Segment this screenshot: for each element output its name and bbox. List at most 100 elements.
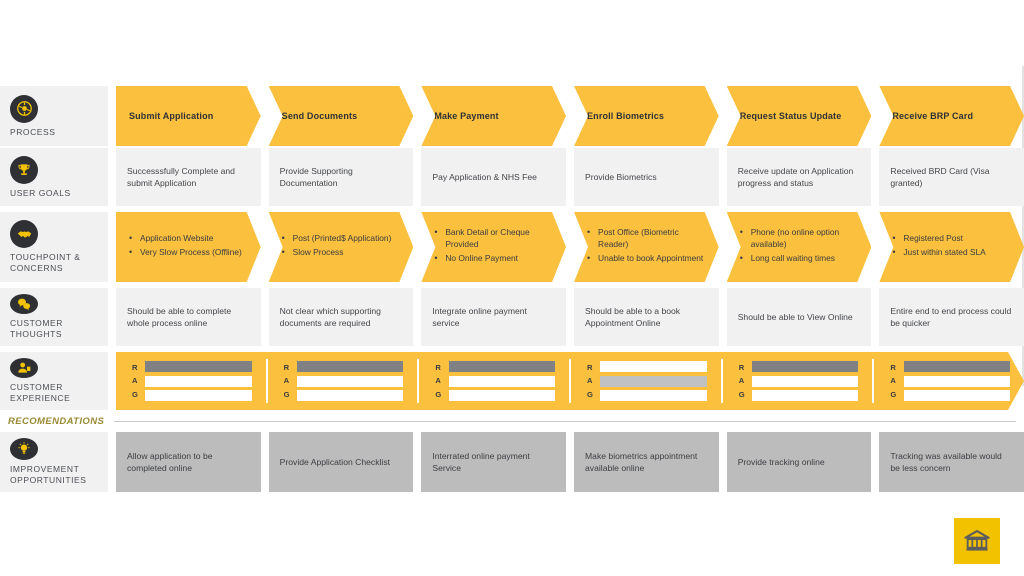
row-label-customer-experience: CUSTOMER EXPERIENCE: [10, 382, 71, 404]
rag-label-r: R: [435, 363, 442, 372]
touchpoint-cell[interactable]: Bank Detail or Cheque Provided No Online…: [421, 212, 566, 282]
customer-thought-cell[interactable]: Integrate online payment service: [421, 288, 567, 346]
improvement-text: Interrated online payment Service: [421, 432, 567, 492]
improvement-cell[interactable]: Make biometrics appointment available on…: [574, 432, 719, 492]
touchpoint-cell[interactable]: Application Website Very Slow Process (O…: [116, 212, 261, 282]
touchpoint-cell[interactable]: Phone (no online option available) Long …: [727, 212, 872, 282]
touchpoint-item: No Online Payment: [434, 253, 553, 265]
bank-building-icon: [954, 518, 1000, 564]
rag-band: R A G R A G: [116, 352, 1024, 410]
touchpoint-cell[interactable]: Post Office (Biometric Reader) Unable to…: [574, 212, 719, 282]
improvement-cell[interactable]: Interrated online payment Service: [421, 432, 567, 492]
process-cell[interactable]: Receive BRP Card: [879, 86, 1024, 146]
row-header-user-goals: USER GOALS: [0, 148, 108, 206]
user-goal-cell[interactable]: Received BRD Card (Visa granted): [879, 148, 1024, 206]
user-goal-text: Pay Application & NHS Fee: [421, 148, 567, 206]
improvement-text: Provide Application Checklist: [268, 432, 414, 492]
improvement-text: Provide tracking online: [726, 432, 872, 492]
rag-bar-r: [297, 361, 403, 372]
process-title: Submit Application: [129, 111, 214, 121]
customer-thought-text: Should be able to a book Appointment Onl…: [574, 288, 719, 346]
customer-thought-text: Integrate online payment service: [421, 288, 567, 346]
process-cell[interactable]: Request Status Update: [727, 86, 872, 146]
customer-thought-text: Should be able to View Online: [726, 288, 872, 346]
customer-thought-text: Should be able to complete whole process…: [116, 288, 261, 346]
rag-bar-a: [145, 376, 251, 387]
user-goal-cell[interactable]: Pay Application & NHS Fee: [421, 148, 567, 206]
process-cycle-icon: [10, 94, 38, 123]
customer-thought-cell[interactable]: Should be able to complete whole process…: [116, 288, 261, 346]
touchpoint-cell[interactable]: Post (Printed$ Application) Slow Process: [269, 212, 414, 282]
rag-label-g: G: [738, 389, 745, 399]
rag-column[interactable]: R A G: [116, 359, 266, 403]
touchpoint-item: Just within stated SLA: [892, 247, 985, 259]
rag-label-a: A: [890, 376, 897, 386]
user-goal-cell[interactable]: Receive update on Application progress a…: [726, 148, 872, 206]
improvement-cell[interactable]: Tracking was available would be less con…: [879, 432, 1024, 492]
row-process: PROCESS Submit Application Send Document…: [0, 86, 1024, 146]
customer-thought-cell[interactable]: Should be able to a book Appointment Onl…: [574, 288, 719, 346]
touchpoint-item: Slow Process: [282, 247, 392, 259]
row-header-touchpoints: TOUCHPOINT & CONCERNS: [0, 212, 108, 282]
touchpoint-item: Application Website: [129, 233, 242, 245]
user-goal-cell[interactable]: Successsfully Complete and submit Applic…: [116, 148, 261, 206]
rag-bar-a: [449, 376, 555, 387]
customer-thought-cell[interactable]: Not clear which supporting documents are…: [268, 288, 414, 346]
touchpoint-item: Bank Detail or Cheque Provided: [434, 227, 553, 251]
user-goals-cells: Successsfully Complete and submit Applic…: [108, 148, 1024, 206]
rag-bar-g: [297, 390, 403, 401]
improvement-cell[interactable]: Provide Application Checklist: [268, 432, 414, 492]
process-title: Receive BRP Card: [892, 111, 974, 121]
rag-column[interactable]: R A G: [721, 359, 873, 403]
rag-bar-g: [145, 390, 251, 401]
rag-label-a: A: [738, 376, 745, 386]
user-goal-cell[interactable]: Provide Biometrics: [574, 148, 719, 206]
rag-label-a: A: [283, 376, 290, 386]
rag-label-g: G: [283, 389, 290, 399]
process-cell[interactable]: Send Documents: [269, 86, 414, 146]
rag-label-g: G: [890, 389, 897, 399]
rag-label-a: A: [587, 376, 593, 386]
row-customer-thoughts: CUSTOMER THOUGHTS Should be able to comp…: [0, 288, 1024, 346]
user-goal-text: Provide Biometrics: [574, 148, 719, 206]
rag-bar-r: [752, 361, 858, 372]
rag-label-r: R: [738, 363, 745, 372]
row-improvement-opportunities: IMPROVEMENT OPPORTUNITIES Allow applicat…: [0, 432, 1024, 492]
row-header-process: PROCESS: [0, 86, 108, 146]
row-label-customer-thoughts: CUSTOMER THOUGHTS: [10, 318, 63, 340]
user-goal-text: Successsfully Complete and submit Applic…: [116, 148, 261, 206]
customer-thought-cell[interactable]: Should be able to View Online: [726, 288, 872, 346]
rag-label-g: G: [435, 389, 442, 399]
rag-column[interactable]: R A G: [417, 359, 569, 403]
user-goal-text: Provide Supporting Documentation: [268, 148, 414, 206]
improvement-cell[interactable]: Allow application to be completed online: [116, 432, 261, 492]
row-header-customer-experience: CUSTOMER EXPERIENCE: [0, 352, 108, 410]
rag-label-a: A: [132, 376, 138, 386]
rag-bar-g: [904, 390, 1010, 401]
touchpoint-cell[interactable]: Registered Post Just within stated SLA: [879, 212, 1024, 282]
process-cell[interactable]: Enroll Biometrics: [574, 86, 719, 146]
touchpoint-item: Long call waiting times: [740, 253, 859, 265]
handshake-icon: [10, 220, 38, 249]
trophy-icon: [10, 155, 38, 184]
rag-column[interactable]: R A G: [569, 359, 721, 403]
rag-column[interactable]: R A G: [266, 359, 418, 403]
rag-bar-r: [145, 361, 251, 372]
rag-bar-r: [600, 361, 706, 372]
customer-thought-cell[interactable]: Entire end to end process could be quick…: [879, 288, 1024, 346]
row-customer-experience: CUSTOMER EXPERIENCE R A G R A G: [0, 352, 1024, 410]
rag-column[interactable]: R A G: [872, 359, 1024, 403]
process-cell[interactable]: Make Payment: [421, 86, 566, 146]
row-user-goals: USER GOALS Successsfully Complete and su…: [0, 148, 1024, 206]
improvement-cell[interactable]: Provide tracking online: [726, 432, 872, 492]
rag-bar-a: [752, 376, 858, 387]
improvement-text: Allow application to be completed online: [116, 432, 261, 492]
row-label-user-goals: USER GOALS: [10, 187, 71, 198]
customer-thought-cells: Should be able to complete whole process…: [108, 288, 1024, 346]
rag-label-r: R: [283, 363, 290, 372]
user-goal-cell[interactable]: Provide Supporting Documentation: [268, 148, 414, 206]
right-edge-rule: [1022, 66, 1024, 386]
process-cell[interactable]: Submit Application: [116, 86, 261, 146]
touchpoint-item: Post (Printed$ Application): [282, 233, 392, 245]
